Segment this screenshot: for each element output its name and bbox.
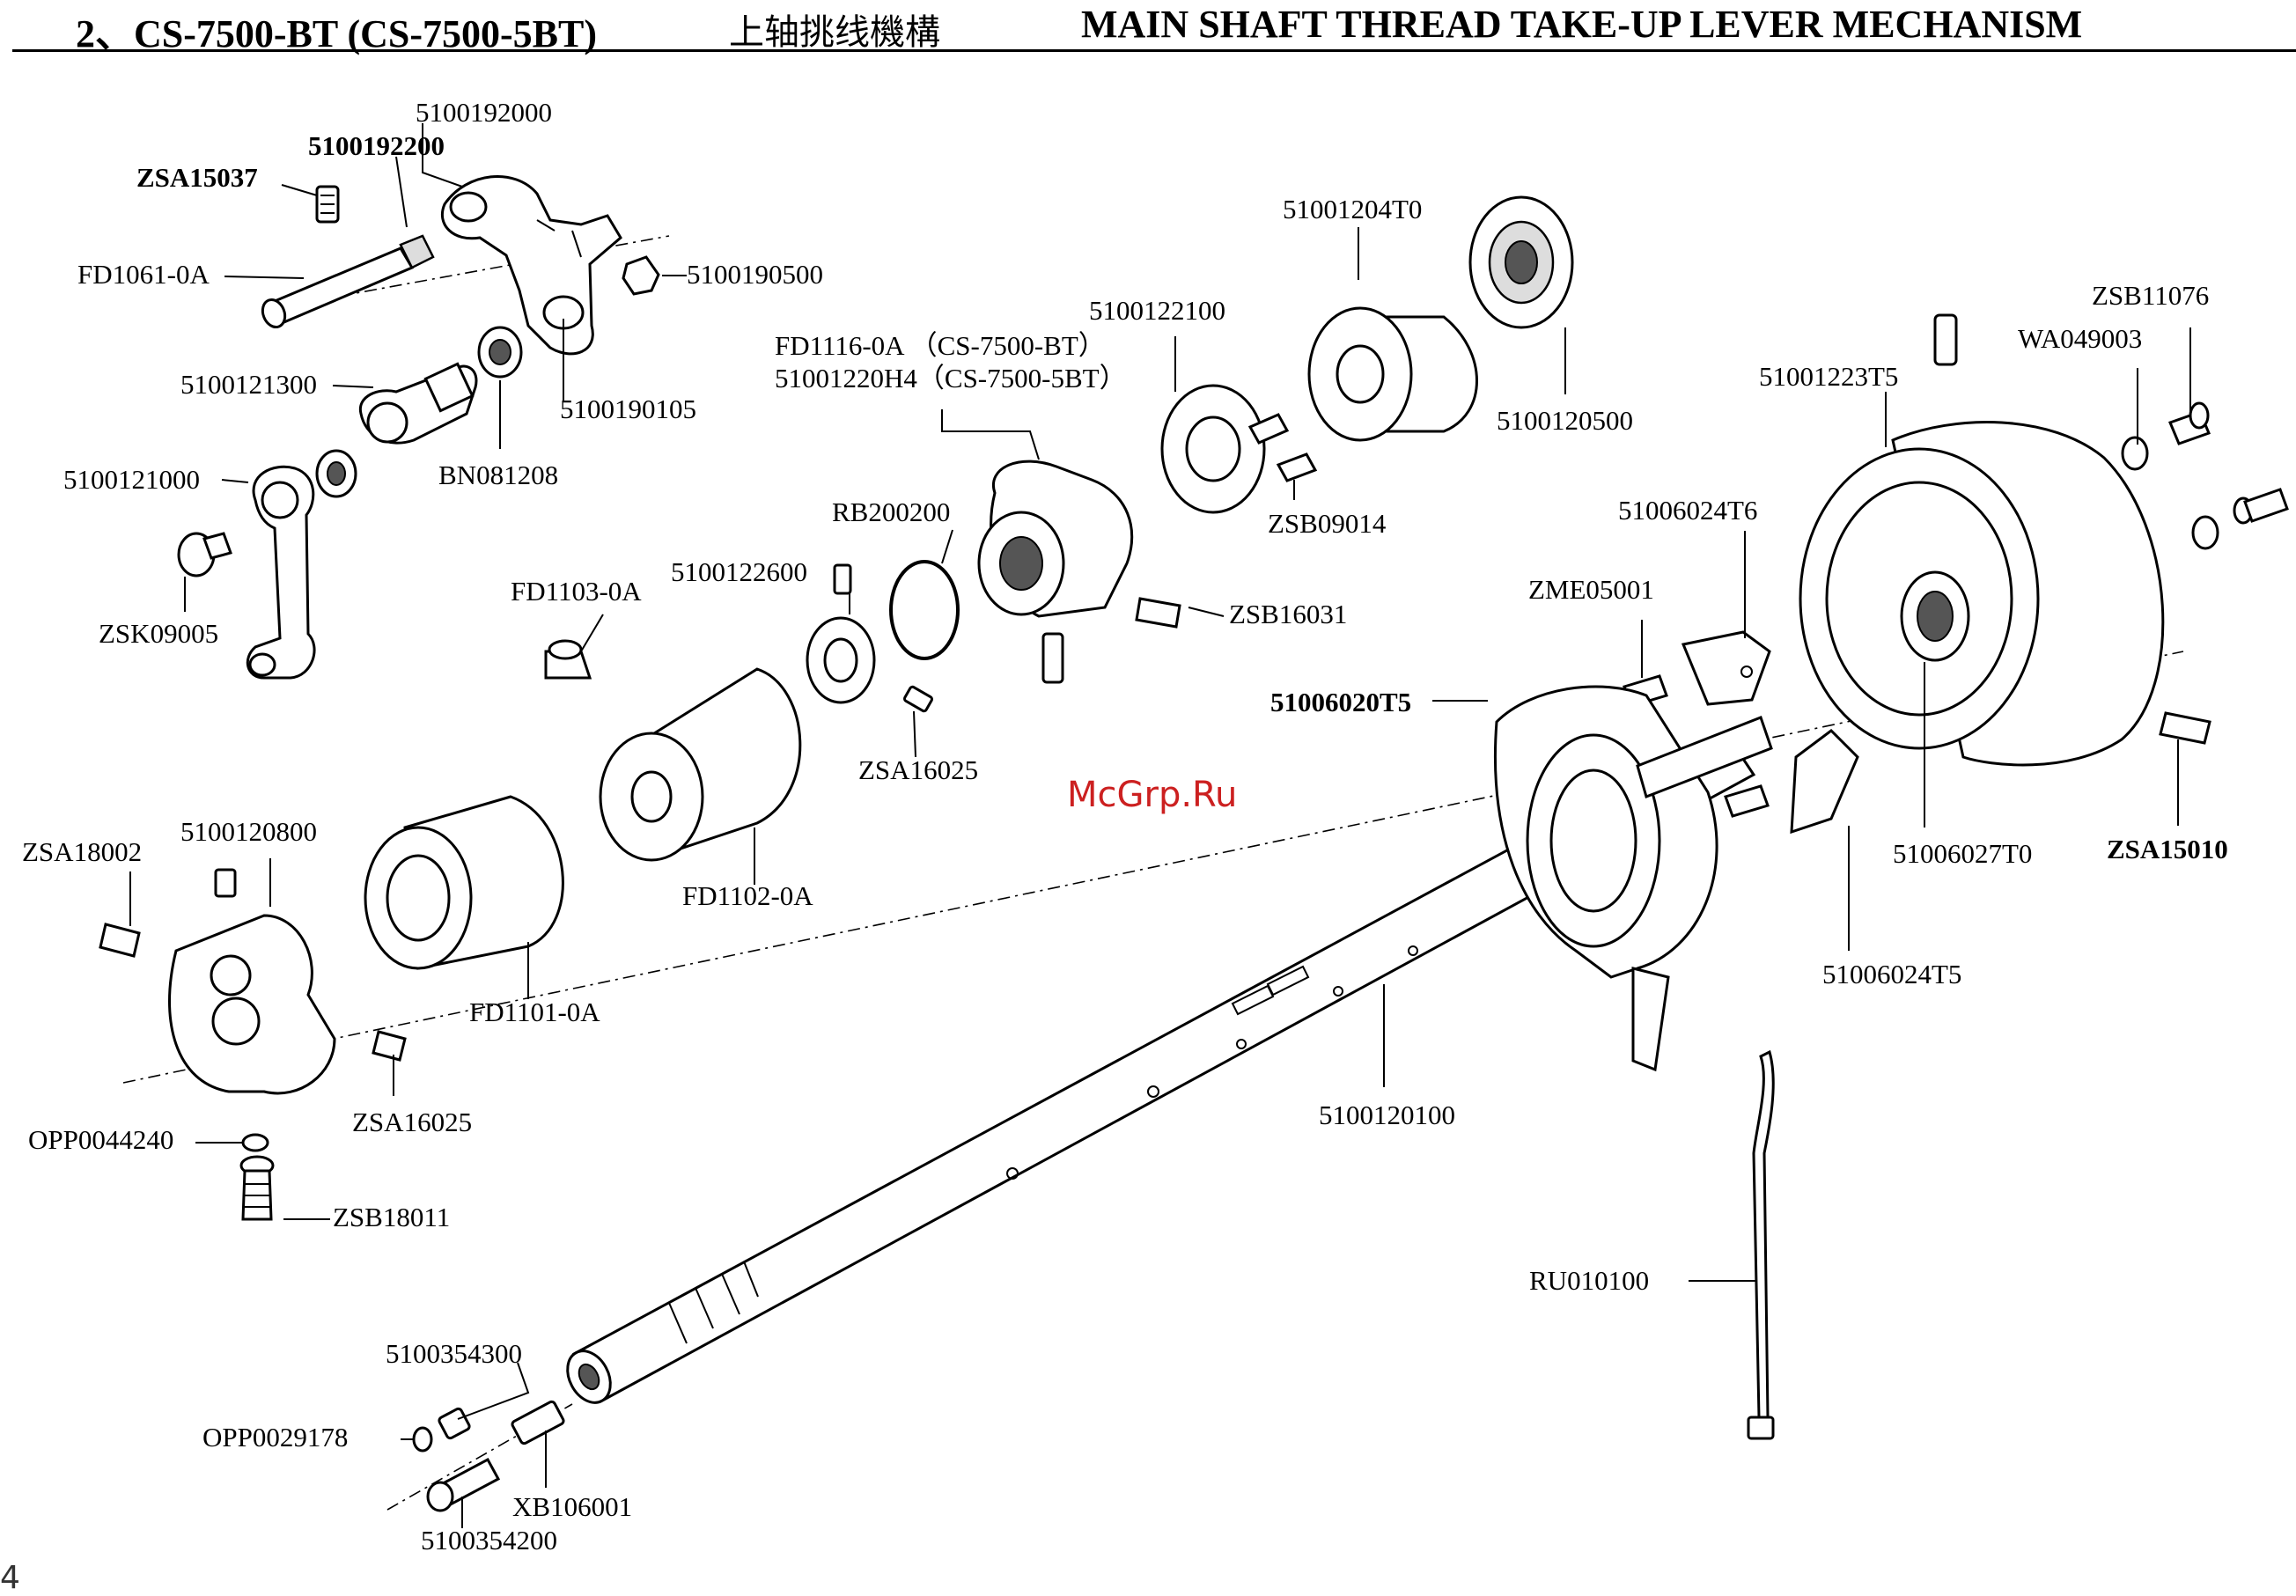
label-5100190105: 5100190105 [560, 393, 696, 424]
label-FD1102-0A: FD1102-0A [682, 880, 813, 911]
label-5100192200: 5100192200 [308, 130, 445, 161]
cable-tie [1747, 1049, 1775, 1440]
page-header: 2、CS-7500-BT (CS-7500-5BT) 上轴挑线機構 MAIN S… [0, 0, 2296, 55]
page-number: 4 [0, 1560, 20, 1596]
label-5100121300: 5100121300 [180, 369, 317, 400]
clamp-51006024T5 [1790, 729, 1859, 835]
title-english: MAIN SHAFT THREAD TAKE-UP LEVER MECHANIS… [1081, 3, 2083, 46]
retaining-ring [889, 560, 960, 660]
label-RB200200: RB200200 [832, 496, 950, 527]
collar-51001204T0 [1307, 306, 1478, 442]
label-51006024T5: 51006024T5 [1822, 959, 1961, 989]
balance-weight-FD1116 [977, 460, 1134, 684]
bearing-BN081208 [477, 326, 523, 379]
screw-ZSB18011 [239, 1155, 275, 1221]
label-51001204T0: 51001204T0 [1283, 194, 1422, 224]
label-ZSA15010: ZSA15010 [2107, 834, 2228, 864]
label-FD1101-0A: FD1101-0A [469, 997, 600, 1027]
label-OPP0044240: OPP0044240 [28, 1124, 173, 1155]
label-51006020T5: 51006020T5 [1270, 687, 1411, 717]
label-OPP0029178: OPP0029178 [202, 1422, 348, 1453]
label-ZSB16031: ZSB16031 [1229, 599, 1347, 629]
header-rule [12, 49, 2296, 52]
connecting-rod [246, 449, 357, 680]
crank-5100121300 [358, 362, 478, 445]
label-5100121000: 5100121000 [63, 464, 200, 495]
label-51006027T0: 51006027T0 [1893, 838, 2032, 869]
label-5100120100: 5100120100 [1319, 1100, 1455, 1130]
screw-ZSB11076 [2168, 401, 2289, 525]
label-ZSA16025-lower: ZSA16025 [352, 1107, 472, 1137]
sleeve-FD1101 [364, 795, 564, 970]
bearing-5100120500 [1468, 195, 1574, 329]
bushing-flange [1493, 685, 1773, 1072]
screw-ZSK09005 [177, 532, 232, 577]
oil-fitting [544, 639, 592, 680]
screw-ZSA15010 [2159, 711, 2211, 745]
label-ZSA15037: ZSA15037 [136, 162, 258, 193]
label-5100120800: 5100120800 [180, 816, 317, 847]
label-5100190500: 5100190500 [687, 259, 823, 290]
label-FD1061-0A: FD1061-0A [77, 259, 210, 290]
main-shaft [566, 731, 1756, 1404]
label-WA049003: WA049003 [2018, 323, 2142, 354]
label-ZSK09005: ZSK09005 [99, 618, 218, 649]
label-5100192000: 5100192000 [416, 97, 552, 128]
part-labels: 5100192000 5100192200 ZSA15037 FD1061-0A… [22, 97, 2228, 1556]
collar-5100122600 [806, 563, 934, 713]
label-5100354200: 5100354200 [421, 1525, 557, 1556]
washers-WA049003 [2121, 436, 2219, 550]
label-ZSA18002: ZSA18002 [22, 836, 142, 867]
leader-lines [129, 123, 2191, 1528]
label-5100122100: 5100122100 [1089, 295, 1225, 326]
label-5100354300: 5100354300 [386, 1338, 522, 1369]
handwheel [1799, 421, 2165, 767]
label-BN081208: BN081208 [438, 460, 558, 490]
screw-ZSB16031 [1135, 597, 1181, 629]
clamp-51006024T6 [1681, 630, 1771, 706]
label-51006024T6: 51006024T6 [1618, 495, 1757, 526]
label-RU010100: RU010100 [1529, 1265, 1649, 1296]
screw-ZSA15037 [315, 185, 340, 224]
label-ZSB09014: ZSB09014 [1268, 508, 1387, 539]
o-ring-OPP0044240 [241, 1133, 269, 1152]
screws-ZSB09014 [1247, 413, 1318, 482]
screw-ZSB11076-top [1933, 313, 1958, 366]
sleeve-FD1102 [599, 667, 802, 862]
cam-plate [1160, 384, 1266, 514]
part-5100190500 [622, 255, 660, 296]
label-FD1103-0A: FD1103-0A [511, 576, 642, 607]
label-5100120500: 5100120500 [1497, 405, 1633, 436]
label-5100122600: 5100122600 [671, 556, 807, 587]
label-ZSA16025-upper: ZSA16025 [858, 754, 978, 785]
pin-FD1061 [261, 234, 435, 329]
label-51001220H4: 51001220H4（CS-7500-5BT） [775, 363, 1127, 393]
label-XB106001: XB106001 [512, 1491, 632, 1522]
label-FD1116-0A: FD1116-0A （CS-7500-BT） [775, 330, 1106, 361]
model-title: 2、CS-7500-BT (CS-7500-5BT) [76, 12, 598, 55]
crank-5100120800 [99, 868, 407, 1095]
label-ZSB18011: ZSB18011 [333, 1202, 450, 1232]
watermark: McGrp.Ru [1067, 775, 1238, 815]
take-up-lever [440, 175, 622, 356]
label-ZME05001: ZME05001 [1528, 574, 1654, 605]
label-51001223T5: 51001223T5 [1759, 361, 1898, 392]
title-chinese: 上轴挑线機構 [729, 12, 940, 53]
label-ZSB11076: ZSB11076 [2092, 280, 2209, 311]
